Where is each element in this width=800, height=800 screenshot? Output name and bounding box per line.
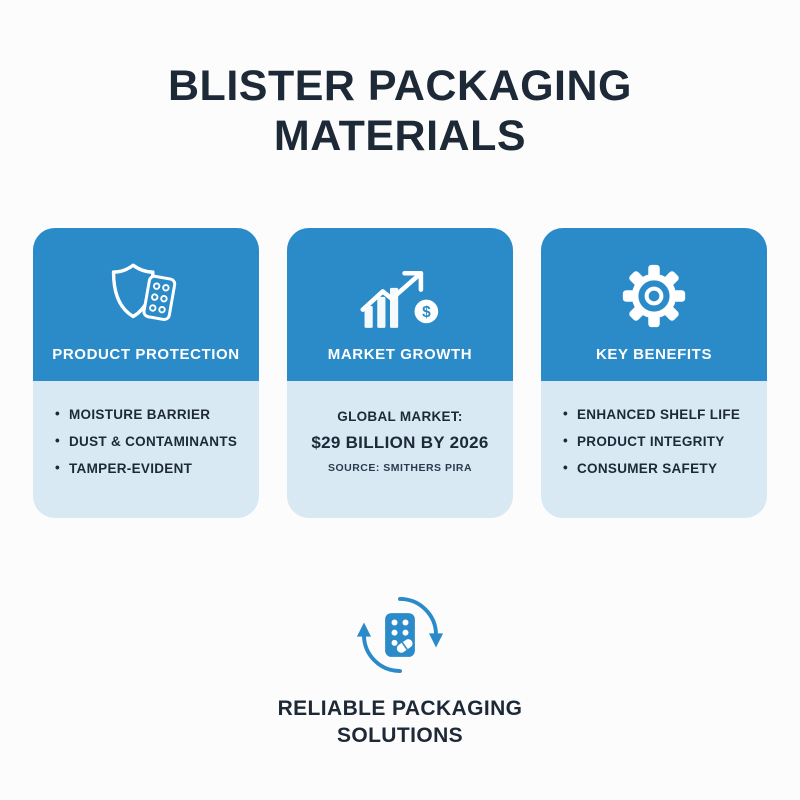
card-product-protection: PRODUCT PROTECTION MOISTURE BARRIER DUST… — [33, 227, 259, 518]
gear-icon — [613, 246, 695, 346]
bullet-item: TAMPER-EVIDENT — [55, 460, 243, 476]
card-product-protection-header-area: PRODUCT PROTECTION — [33, 227, 259, 381]
card-header-key-benefits: KEY BENEFITS — [595, 345, 713, 363]
market-source-text: SOURCE: SMITHERS PIRA — [327, 461, 473, 474]
dollar-icon: $ — [414, 299, 439, 324]
product-protection-bullet-list: MOISTURE BARRIER DUST & CONTAMINANTS TAM… — [55, 406, 243, 476]
bullet-item: CONSUMER SAFETY — [563, 460, 751, 476]
key-benefits-bullet-list: ENHANCED SHELF LIFE PRODUCT INTEGRITY CO… — [563, 406, 751, 476]
page-title: BLISTER PACKAGING MATERIALS — [168, 62, 632, 160]
card-market-growth-body: GLOBAL MARKET: $29 BILLION BY 2026 SOURC… — [287, 380, 513, 518]
svg-text:$: $ — [422, 304, 431, 321]
card-key-benefits-body: ENHANCED SHELF LIFE PRODUCT INTEGRITY CO… — [541, 380, 767, 518]
card-market-growth: $ MARKET GROWTH GLOBAL MARKET: $29 BILLI… — [287, 227, 513, 518]
card-market-growth-header-area: $ MARKET GROWTH — [287, 227, 513, 381]
card-product-protection-body: MOISTURE BARRIER DUST & CONTAMINANTS TAM… — [33, 380, 259, 518]
market-value-text: $29 BILLION BY 2026 — [311, 432, 489, 452]
bullet-item: PRODUCT INTEGRITY — [563, 433, 751, 449]
bullet-item: DUST & CONTAMINANTS — [55, 433, 243, 449]
card-header-product-protection: PRODUCT PROTECTION — [52, 345, 240, 363]
cards-row: PRODUCT PROTECTION MOISTURE BARRIER DUST… — [0, 227, 800, 518]
shield-blister-icon — [98, 246, 194, 346]
footer: RELIABLE PACKAGING SOLUTIONS — [0, 588, 800, 750]
market-intro-text: GLOBAL MARKET: — [337, 408, 463, 424]
card-key-benefits-header-area: KEY BENEFITS — [541, 227, 767, 381]
recycle-blister-icon — [353, 588, 447, 682]
bullet-item: MOISTURE BARRIER — [55, 406, 243, 422]
card-key-benefits: KEY BENEFITS ENHANCED SHELF LIFE PRODUCT… — [541, 227, 767, 518]
card-header-market-growth: MARKET GROWTH — [327, 345, 473, 363]
growth-chart-icon: $ — [350, 246, 450, 346]
bullet-item: ENHANCED SHELF LIFE — [563, 406, 751, 422]
footer-tagline: RELIABLE PACKAGING SOLUTIONS — [277, 696, 523, 747]
